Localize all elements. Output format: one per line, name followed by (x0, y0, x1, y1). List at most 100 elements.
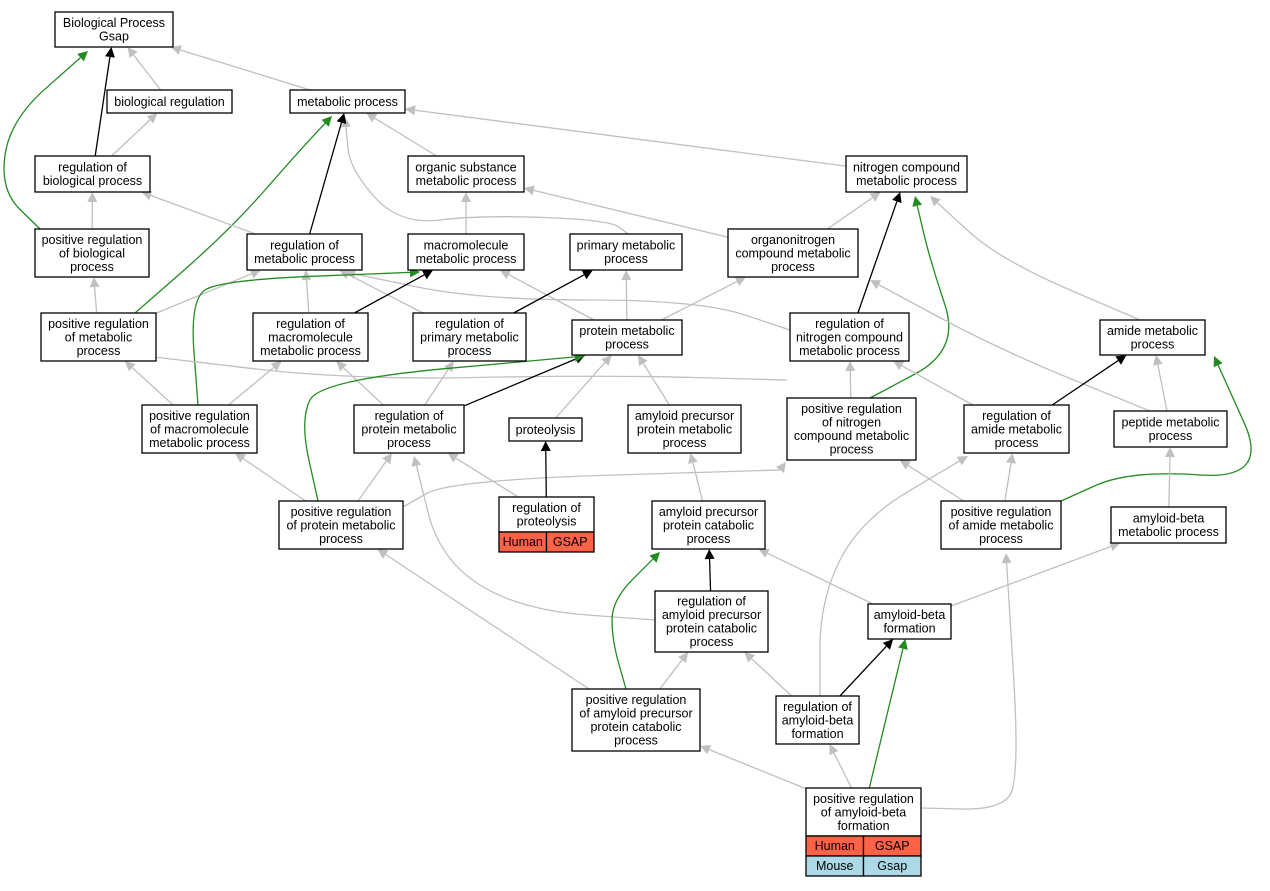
proteolysis-node[interactable]: proteolysis (508, 417, 583, 442)
edge-prmp-to-mp (134, 116, 332, 314)
term-label-line: regulation of (270, 239, 339, 253)
term-box (353, 404, 465, 454)
edge-line (555, 362, 606, 419)
edge-arrowhead (893, 361, 905, 371)
edge-arrowhead (638, 355, 648, 367)
term-label-line: macromolecule (268, 330, 353, 344)
term-label-line: of amyloid precursor (579, 707, 692, 721)
edge-arrowhead (758, 548, 770, 558)
term-box (1099, 319, 1206, 356)
metabolic-process-node[interactable]: metabolic process (289, 89, 406, 114)
edge-abmp-to-pepmp (1164, 447, 1175, 508)
edge-line (455, 457, 519, 498)
edge-rpmp-to-pmp (513, 270, 593, 314)
term-label-line: positive regulation (42, 233, 143, 247)
term-label-line: regulation of (58, 161, 127, 175)
term-label-line: process (77, 344, 121, 358)
edge-arrowhead (105, 47, 115, 58)
edge-oncmp-to-osmp (524, 185, 729, 238)
term-label-line: formation (837, 819, 889, 833)
term-label-line: compound metabolic (735, 246, 850, 260)
term-label-line: process (605, 338, 649, 352)
edge-line (305, 279, 310, 314)
edge-proteolysis-to-protmp (555, 355, 612, 419)
edge-line (767, 552, 874, 605)
term-label-line: regulation of (815, 317, 884, 331)
edge-arrowhead (1001, 553, 1012, 564)
term-label-line: of biological (59, 246, 125, 260)
term-label-line: protein metabolic (361, 422, 456, 436)
edge-arrowhead (87, 192, 98, 202)
term-label-line: of protein metabolic (286, 518, 395, 532)
edge-line (642, 363, 670, 406)
edge-line (827, 197, 873, 230)
term-box (407, 233, 525, 271)
term-label-line: process (1149, 429, 1193, 443)
term-box (651, 500, 766, 550)
term-label-line: of amyloid-beta (821, 805, 907, 819)
term-label-line: protein metabolic (637, 422, 732, 436)
term-label-line: protein metabolic (579, 324, 674, 338)
edge-arrowhead (1109, 541, 1121, 552)
edge-arrowhead (249, 269, 261, 279)
term-label-line: protein catabolic (590, 720, 681, 734)
edge-breg-to-bp (127, 47, 162, 91)
edge-abf-to-appcp (758, 548, 874, 605)
edge-line (920, 562, 1017, 810)
term-label-line: biological regulation (114, 95, 225, 109)
edge-arrowhead (882, 639, 894, 650)
edge-arrowhead (776, 462, 786, 473)
biological-regulation-node[interactable]: biological regulation (106, 89, 233, 114)
edge-line (878, 284, 1151, 412)
edge-arrowhead (405, 105, 416, 116)
gene-cell (545, 531, 595, 553)
edge-line (374, 117, 437, 157)
edge-line (1157, 364, 1168, 412)
term-box (627, 404, 742, 454)
edge-arrowhead (461, 192, 471, 202)
edge-ramp-to-rncmp (893, 361, 974, 406)
edge-line (242, 458, 306, 502)
edge-amp-to-ncmp (930, 196, 1141, 321)
edge-rncmp-to-rmp (345, 269, 791, 331)
edge-arrowhead (146, 113, 158, 124)
term-label-line: formation (883, 622, 935, 636)
term-label-line: of macromolecule (150, 422, 249, 436)
species-label: Human (503, 535, 543, 549)
edge-line (508, 274, 595, 321)
